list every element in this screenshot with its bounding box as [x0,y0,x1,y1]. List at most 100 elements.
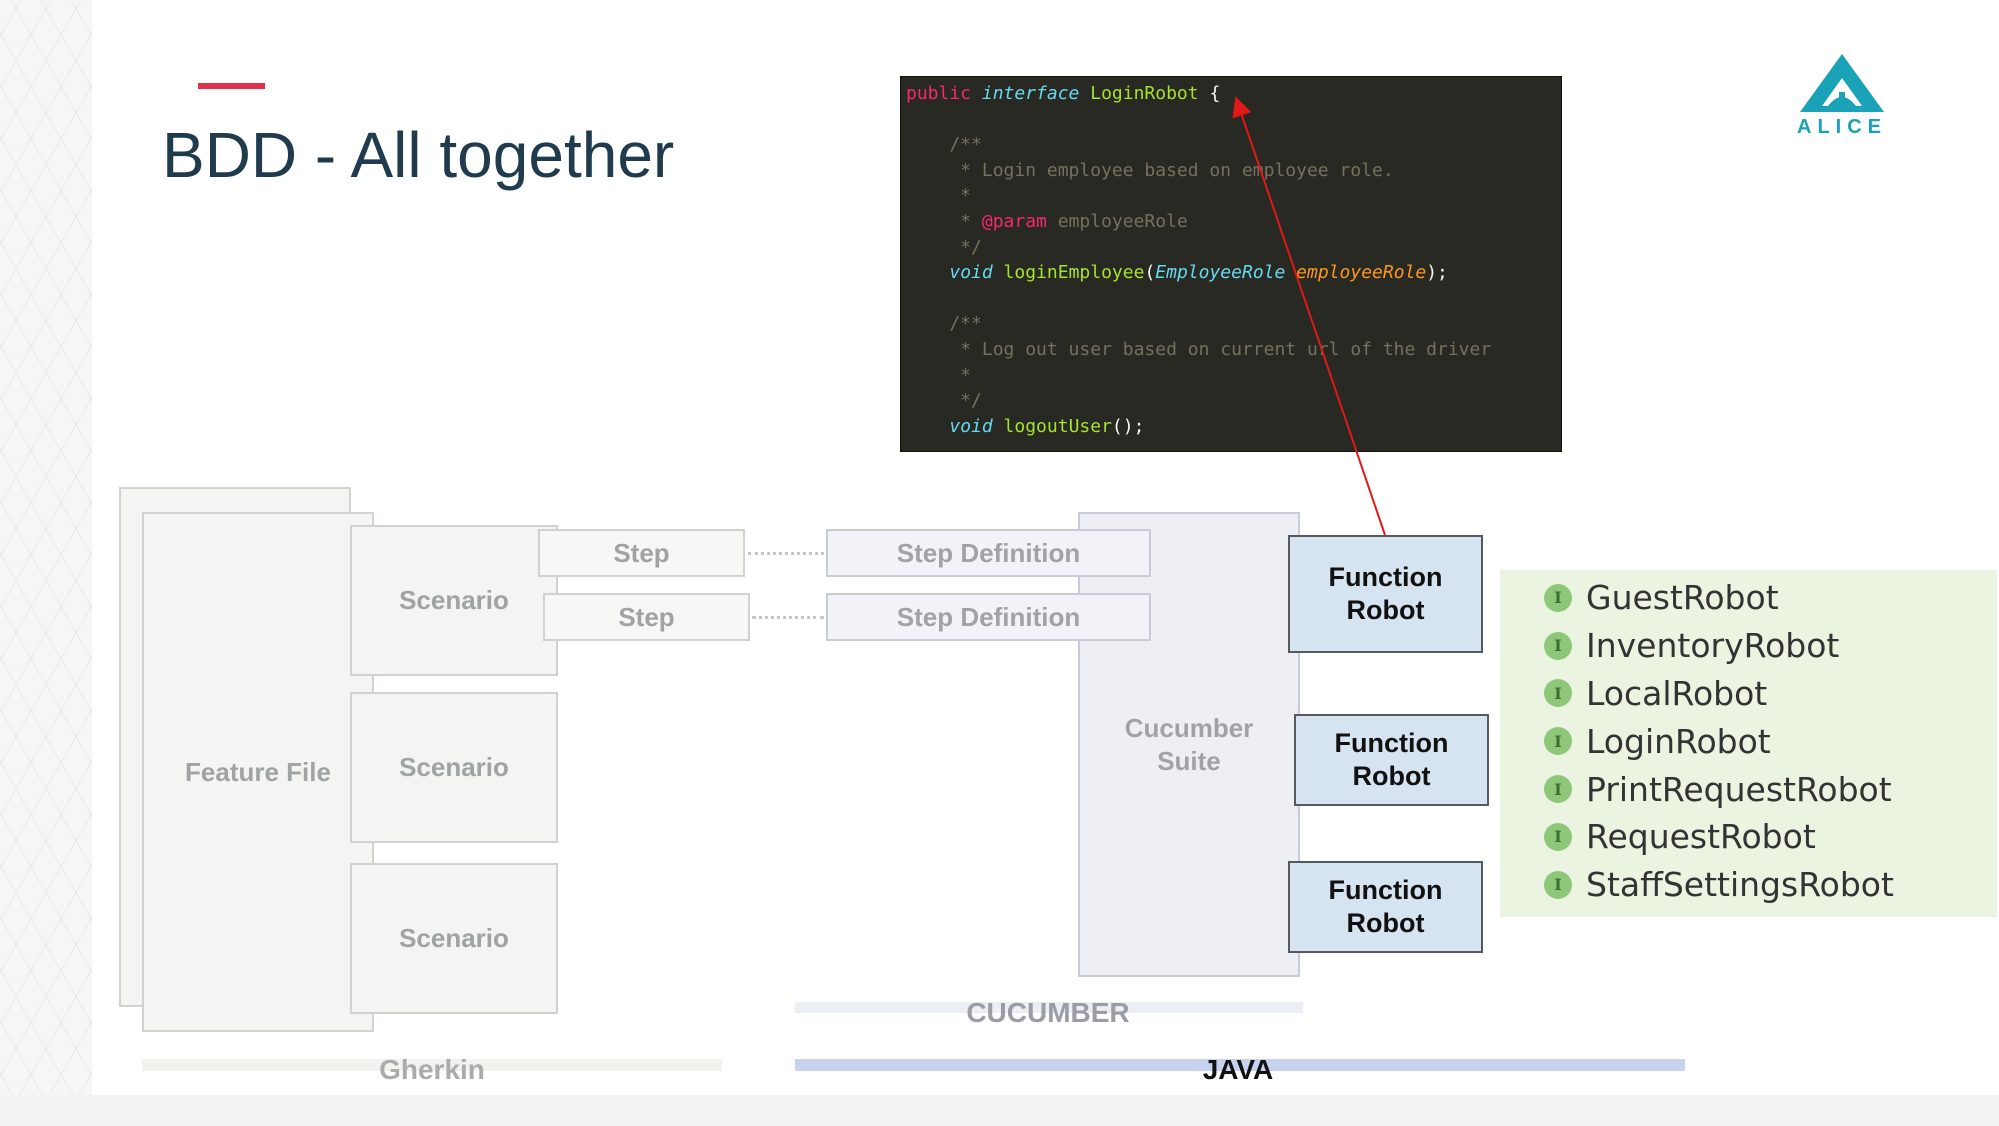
code-line: * @param employeeRole [906,209,1561,235]
code-line: */ [906,388,1561,414]
code-token: * [906,185,972,207]
gherkin-layer-label: Gherkin [379,1054,485,1085]
code-line: */ [906,235,1561,261]
scenario-label: Scenario [399,585,509,615]
robot-list-item: I PrintRequestRobot [1544,765,1984,813]
step-definition-label: Step Definition [896,537,1081,568]
decorative-pattern [0,0,92,1126]
code-line [906,107,1561,133]
interface-icon: I [1544,631,1572,660]
code-line: * [906,363,1561,389]
step-box: Step [538,529,745,577]
scenario-box: Scenario [350,525,558,676]
cucumber-suite-label: Cucumber Suite [1124,712,1254,776]
code-token: @param [981,210,1047,232]
cucumber-layer-bar [795,1002,1303,1013]
code-token: (); [1111,415,1145,437]
function-robot-box: Function Robot [1288,861,1483,953]
scenario-label: Scenario [399,752,509,782]
step-connector [748,552,824,555]
code-token: loginEmployee [1003,262,1145,284]
robot-list-item-label: PrintRequestRobot [1586,769,1892,809]
code-token: LoginRobot [1090,83,1199,104]
robot-list-item: I RequestRobot [1544,813,1984,861]
gherkin-layer-bar [142,1059,722,1071]
code-line [906,286,1561,312]
scenario-box: Scenario [350,692,558,843]
robot-list-item-label: LocalRobot [1586,673,1768,713]
code-token: * Log out user based on current url of t… [906,338,1492,360]
code-token: /** [906,313,982,335]
code-line: * Login employee based on employee role. [906,158,1561,184]
interface-icon: I [1544,679,1572,708]
feature-file-label: Feature File [185,756,331,787]
step-label: Step [613,537,670,568]
code-token: interface [981,83,1091,104]
code-token: */ [906,236,982,258]
title-accent-bar [198,83,265,89]
scenario-box: Scenario [350,863,558,1014]
java-layer-bar [795,1059,1685,1071]
interface-icon: I [1544,822,1572,851]
step-definition-box: Step Definition [826,529,1151,577]
robot-list-item-label: LoginRobot [1586,721,1771,761]
code-token: { [1198,83,1221,104]
cucumber-suite: Cucumber Suite [1078,512,1300,977]
feature-file: Feature File [142,512,374,1032]
robot-list-item: I LoginRobot [1544,717,1984,765]
code-token [906,416,949,437]
step-box: Step [543,593,750,641]
code-line: * Log out user based on current url of t… [906,337,1561,363]
code-token: * [906,210,982,232]
robot-list-panel [1500,570,1997,917]
step-connector [752,616,824,619]
robot-list-item: I LocalRobot [1544,670,1984,718]
code-block: public interface LoginRobot { /** * Logi… [900,76,1562,452]
code-line: /** [906,311,1561,337]
slide-title: BDD - All together [162,119,675,191]
logo-text: ALICE [1797,116,1887,138]
function-robot-label: Function Robot [1328,562,1443,625]
interface-icon: I [1544,775,1572,804]
alice-logo-icon [1800,54,1884,112]
function-robot-box: Function Robot [1294,714,1489,806]
robot-list-item-label: RequestRobot [1586,817,1816,857]
code-token: * [906,364,972,386]
code-token: void [949,262,1004,284]
function-robot-label: Function Robot [1334,728,1449,791]
code-token: public [906,83,982,104]
code-token: void [949,415,1004,437]
step-definition-label: Step Definition [896,601,1081,632]
code-token: /** [906,134,982,156]
cucumber-layer-label: CUCUMBER [966,997,1130,1028]
code-token [906,262,949,283]
code-line: void loginEmployee(EmployeeRole employee… [906,260,1561,286]
function-robot-label: Function Robot [1328,875,1443,938]
code-line: void logoutUser(); [906,414,1561,440]
code-token: ); [1426,262,1448,284]
step-label: Step [618,601,675,632]
code-token: EmployeeRole [1155,262,1297,284]
code-token: employeeRole [1296,262,1427,284]
robot-list-item-label: GuestRobot [1586,578,1779,618]
java-layer-label: JAVA [1202,1054,1274,1085]
robot-list-item: I GuestRobot [1544,574,1984,622]
function-robot-box: Function Robot [1288,535,1483,653]
robot-list-item: I StaffSettingsRobot [1544,861,1984,909]
code-line: /** [906,132,1561,158]
code-token: * Login employee based on employee role. [906,159,1394,181]
bottom-band [0,1095,1999,1126]
step-definition-box: Step Definition [826,593,1151,641]
interface-icon: I [1544,870,1572,899]
code-line: public interface LoginRobot { [906,81,1561,107]
interface-icon: I [1544,583,1572,612]
code-token: */ [906,390,982,412]
code-token: ( [1144,262,1156,284]
scenario-label: Scenario [399,923,509,953]
robot-list-item-label: StaffSettingsRobot [1586,865,1894,905]
interface-icon: I [1544,727,1572,756]
code-token: logoutUser [1003,415,1112,437]
code-token: employeeRole [1046,210,1188,232]
code-line: * [906,183,1561,209]
